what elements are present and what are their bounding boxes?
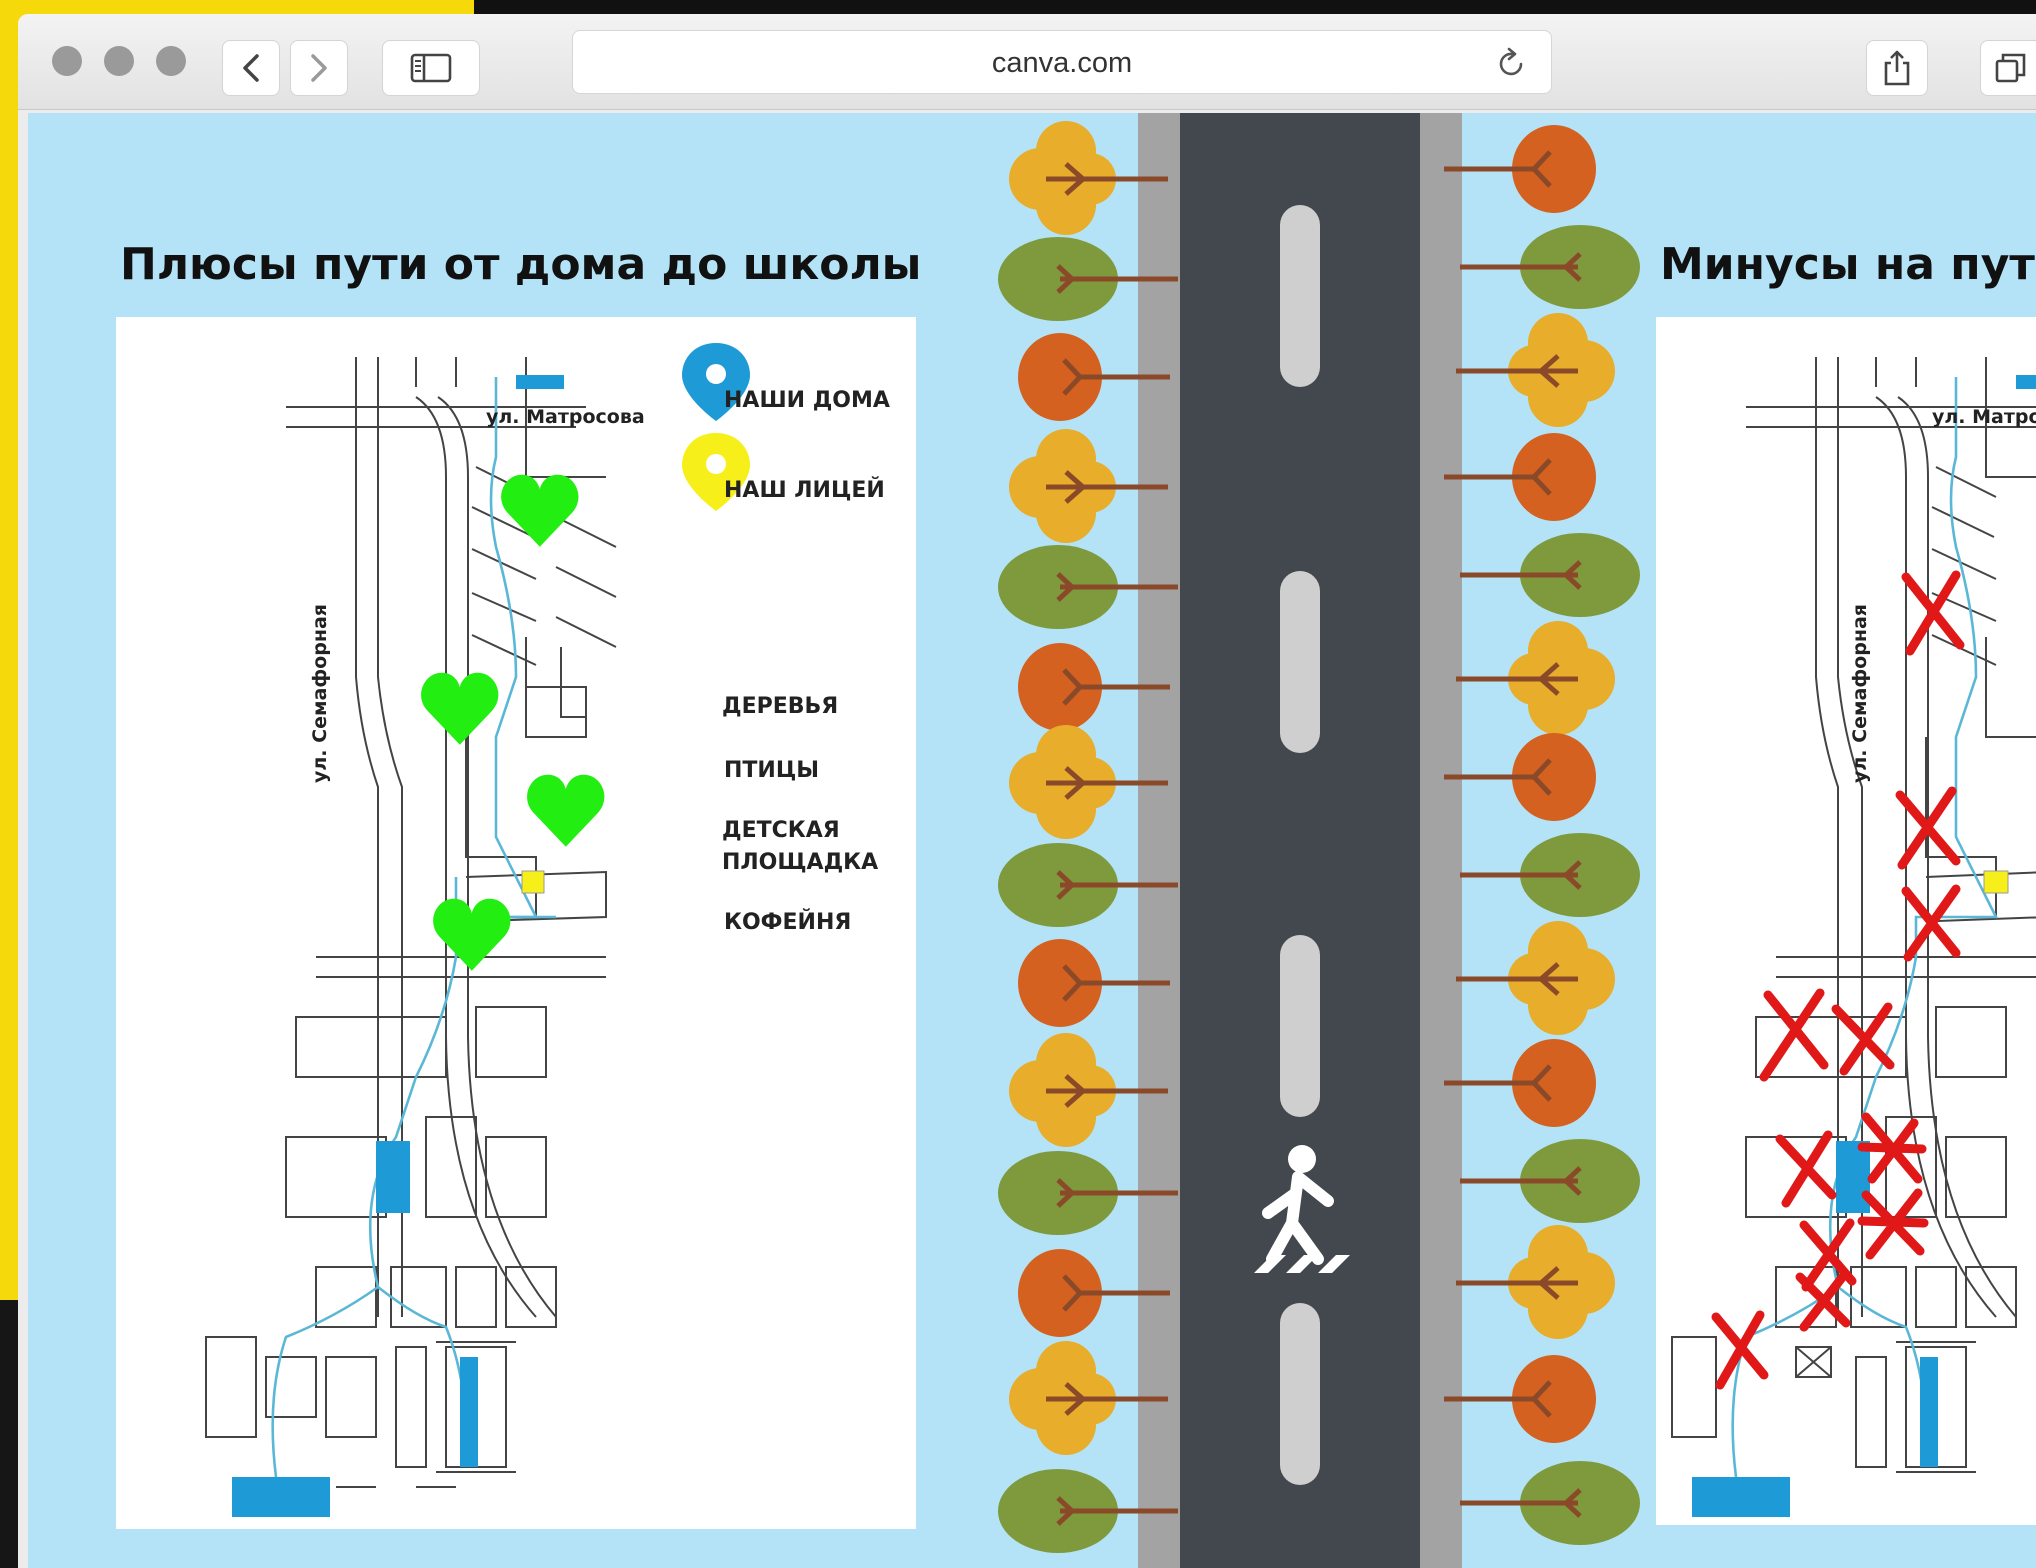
chevron-left-icon <box>243 54 259 82</box>
road-scene <box>28 113 2036 1568</box>
cross-icon <box>1901 570 1965 656</box>
tree-icon <box>1444 733 1596 821</box>
tree-icon <box>1460 833 1640 917</box>
heart-markers <box>421 474 605 971</box>
sidebar-button[interactable] <box>382 40 480 96</box>
tree-icon <box>1456 313 1615 427</box>
url-text: canva.com <box>991 47 1133 79</box>
heart-icon <box>501 474 579 547</box>
tree-icon <box>1444 433 1596 521</box>
tree-icon <box>1444 1039 1596 1127</box>
cons-title: Минусы на пут <box>1660 239 2035 290</box>
street-label-semafornaya: ул. Семафорная <box>1849 604 1871 783</box>
cross-icon <box>1759 988 1829 1082</box>
tabs-button[interactable] <box>1980 40 2036 96</box>
street-label-matrosova: ул. Матрос <box>1932 406 2036 428</box>
cross-icon <box>1831 1002 1895 1076</box>
close-window-button[interactable] <box>52 46 82 76</box>
pros-title: Плюсы пути от дома до школы <box>120 239 922 290</box>
legend-homes-label: НАШИ ДОМА <box>724 388 890 413</box>
tree-icon <box>1456 1225 1615 1339</box>
lane-markings <box>1280 205 1320 1485</box>
cross-markers <box>1711 570 1965 1390</box>
heart-icon <box>433 898 511 971</box>
cross-icon <box>1857 1112 1927 1184</box>
tree-icon <box>1444 1355 1596 1443</box>
home-marker <box>1692 1477 1790 1517</box>
map-sketch <box>1671 357 2036 1473</box>
lane-dash <box>1280 571 1320 753</box>
lyceum-marker <box>1983 870 2009 894</box>
zoom-window-button[interactable] <box>156 46 186 76</box>
share-icon <box>1884 50 1910 86</box>
home-marker <box>232 1477 330 1517</box>
forward-button[interactable] <box>290 40 348 96</box>
back-button[interactable] <box>222 40 280 96</box>
map-sketch <box>205 357 617 1488</box>
home-marker <box>1836 1141 1870 1213</box>
cross-icon <box>1795 1270 1851 1332</box>
legend-homes-pin-icon <box>682 343 750 421</box>
cross-icon <box>1711 1310 1769 1390</box>
pedestrian-crossing-icon <box>1254 1145 1350 1273</box>
legend-lyceum-label: НАШ ЛИЦЕЙ <box>724 478 885 503</box>
canva-slide: Плюсы пути от дома до школы Минусы на пу… <box>28 113 2036 1568</box>
cons-map-panel: ул. Матрос ул. Семафорная <box>1656 317 2036 1525</box>
home-marker <box>460 1357 478 1467</box>
tabs-icon <box>1995 53 2026 83</box>
home-marker <box>1920 1357 1938 1467</box>
legend-cafe-label: КОФЕЙНЯ <box>724 910 852 935</box>
tree-icon <box>1456 921 1615 1035</box>
chevron-right-icon <box>311 54 327 82</box>
tree-icon <box>1460 1461 1640 1545</box>
legend-lyceum-pin-icon <box>682 433 750 511</box>
browser-window: canva.com <box>18 14 2036 1568</box>
right-curb <box>1420 113 1462 1568</box>
share-button[interactable] <box>1866 40 1928 96</box>
cross-icon <box>1775 1130 1837 1208</box>
address-bar[interactable]: canva.com <box>572 30 1552 94</box>
minimize-window-button[interactable] <box>104 46 134 76</box>
home-marker <box>516 375 564 389</box>
tree-icon <box>1460 225 1640 309</box>
pros-route-map: ул. Матросова ул. Семафорная <box>205 343 750 1517</box>
legend-playground-label: ДЕТСКАЯ ПЛОЩАДКА <box>722 818 879 875</box>
tree-icon <box>1456 621 1615 735</box>
reload-icon[interactable] <box>1495 47 1527 79</box>
pros-map-panel: ул. Матросова ул. Семафорная НАШИ Д <box>116 317 916 1529</box>
home-marker <box>376 1141 410 1213</box>
tree-icon <box>1444 125 1596 213</box>
heart-icon <box>421 672 499 745</box>
heart-icon <box>527 774 605 847</box>
tree-icon <box>1460 533 1640 617</box>
cross-icon <box>1895 786 1961 870</box>
lane-dash <box>1280 1303 1320 1485</box>
cross-icon <box>1901 884 1961 962</box>
legend-birds-label: ПТИЦЫ <box>724 758 820 783</box>
browser-toolbar: canva.com <box>18 14 2036 110</box>
cross-icon <box>1857 1188 1929 1260</box>
left-curb <box>1138 113 1180 1568</box>
home-marker <box>2016 375 2036 389</box>
street-label-semafornaya: ул. Семафорная <box>309 604 331 783</box>
cons-route-map: ул. Матрос ул. Семафорная <box>1671 357 2036 1517</box>
legend-trees-label: ДЕРЕВЬЯ <box>722 694 839 719</box>
lyceum-marker <box>521 870 545 894</box>
lane-dash <box>1280 935 1320 1117</box>
lane-dash <box>1280 205 1320 387</box>
right-tree-row <box>1444 125 1640 1545</box>
street-label-matrosova: ул. Матросова <box>486 406 645 428</box>
tree-icon <box>1460 1139 1640 1223</box>
sidebar-icon <box>410 53 452 83</box>
